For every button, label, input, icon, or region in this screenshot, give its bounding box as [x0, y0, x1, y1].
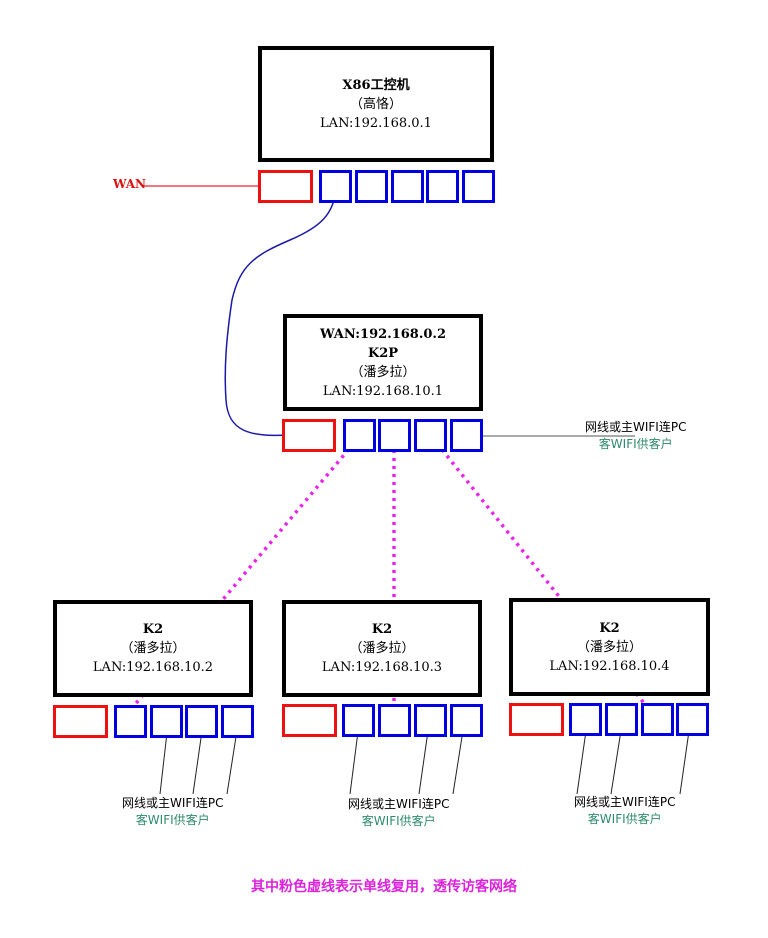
k2p-lan: LAN:192.168.10.1: [322, 383, 444, 399]
x86-wan-port: [258, 170, 313, 203]
k2-2-lan-port-4: [450, 704, 483, 737]
k2p-router-box: WAN:192.168.0.2 K2P （潘多拉） LAN:192.168.10…: [283, 314, 483, 411]
x86-lan-port-1: [319, 170, 352, 203]
k2-3-label-line2: 客WIFI供客户: [587, 812, 662, 826]
k2-2-lan-port-2: [378, 704, 411, 737]
k2-router-box-2: K2 （潘多拉） LAN:192.168.10.3: [282, 600, 482, 697]
x86-router-box: X86工控机 （高恪） LAN:192.168.0.1: [258, 46, 494, 162]
k2-3-lan-port-3: [641, 703, 674, 736]
x86-router-name: X86工控机: [342, 77, 410, 93]
k2-1-lan-port-3: [185, 705, 218, 738]
k2-3-lan-port-2: [605, 703, 638, 736]
k2p-side-label-line2: 客WIFI供客户: [598, 437, 673, 451]
k2-2-name: K2: [371, 622, 393, 637]
k2-2-lan-port-1: [342, 704, 375, 737]
wan-label: WAN: [113, 177, 146, 191]
k2-1-lan-port-1: [114, 705, 147, 738]
k2p-brand: （潘多拉）: [350, 364, 416, 380]
k2-router-box-3: K2 （潘多拉） LAN:192.168.10.4: [509, 598, 710, 696]
k2-3-wan-port: [509, 703, 564, 736]
k2-3-lan: LAN:192.168.10.4: [549, 658, 670, 674]
k2-1-label-line2: 客WIFI供客户: [135, 813, 210, 827]
k2-2-label-line1: 网线或主WIFI连PC: [348, 797, 450, 811]
k2-1-brand: （潘多拉）: [120, 641, 186, 656]
k2-1-name: K2: [142, 622, 164, 637]
k2p-lan-port-1: [343, 419, 376, 452]
k2p-lan-port-2: [378, 419, 411, 452]
k2-2-lan: LAN:192.168.10.3: [321, 660, 443, 675]
k2-3-lan-port-4: [676, 703, 709, 736]
k2p-wan-ip: WAN:192.168.0.2: [319, 326, 446, 342]
k2-3-brand: （潘多拉）: [576, 639, 642, 655]
k2p-side-label: 网线或主WIFI连PC 客WIFI供客户: [585, 419, 686, 453]
k2-1-label-line1: 网线或主WIFI连PC: [122, 796, 224, 810]
x86-lan-port-3: [391, 170, 424, 203]
k2-1-lan: LAN:192.168.10.2: [92, 660, 214, 675]
k2-2-label: 网线或主WIFI连PC 客WIFI供客户: [348, 796, 449, 830]
k2-2-wan-port: [282, 704, 337, 737]
footer-note: 其中粉色虚线表示单线复用，透传访客网络: [251, 879, 517, 895]
x86-lan-port-5: [462, 170, 495, 203]
k2-3-label: 网线或主WIFI连PC 客WIFI供客户: [574, 794, 675, 828]
k2-router-box-1: K2 （潘多拉） LAN:192.168.10.2: [53, 600, 253, 697]
k2-1-lan-port-4: [221, 705, 254, 738]
k2p-side-label-line1: 网线或主WIFI连PC: [585, 420, 687, 434]
k2-2-lan-port-3: [414, 704, 447, 737]
x86-router-lan: LAN:192.168.0.1: [320, 115, 432, 131]
k2-1-label: 网线或主WIFI连PC 客WIFI供客户: [122, 795, 223, 829]
k2p-lan-port-3: [414, 419, 447, 452]
k2-3-name: K2: [599, 620, 620, 636]
k2-1-wan-port: [53, 705, 108, 738]
x86-lan-port-2: [355, 170, 388, 203]
x86-router-brand: （高恪）: [349, 96, 402, 112]
uplink-cable: [224, 183, 337, 437]
k2-1-lan-port-2: [150, 705, 183, 738]
vlan-line-1: [120, 435, 361, 722]
k2-3-lan-port-1: [569, 703, 602, 736]
k2-2-label-line2: 客WIFI供客户: [361, 814, 436, 828]
k2-2-brand: （潘多拉）: [349, 641, 415, 656]
k2p-wan-port: [282, 419, 336, 452]
k2p-name: K2P: [367, 345, 399, 361]
k2-3-label-line1: 网线或主WIFI连PC: [574, 795, 676, 809]
x86-lan-port-4: [426, 170, 459, 203]
k2p-lan-port-4: [450, 419, 483, 452]
